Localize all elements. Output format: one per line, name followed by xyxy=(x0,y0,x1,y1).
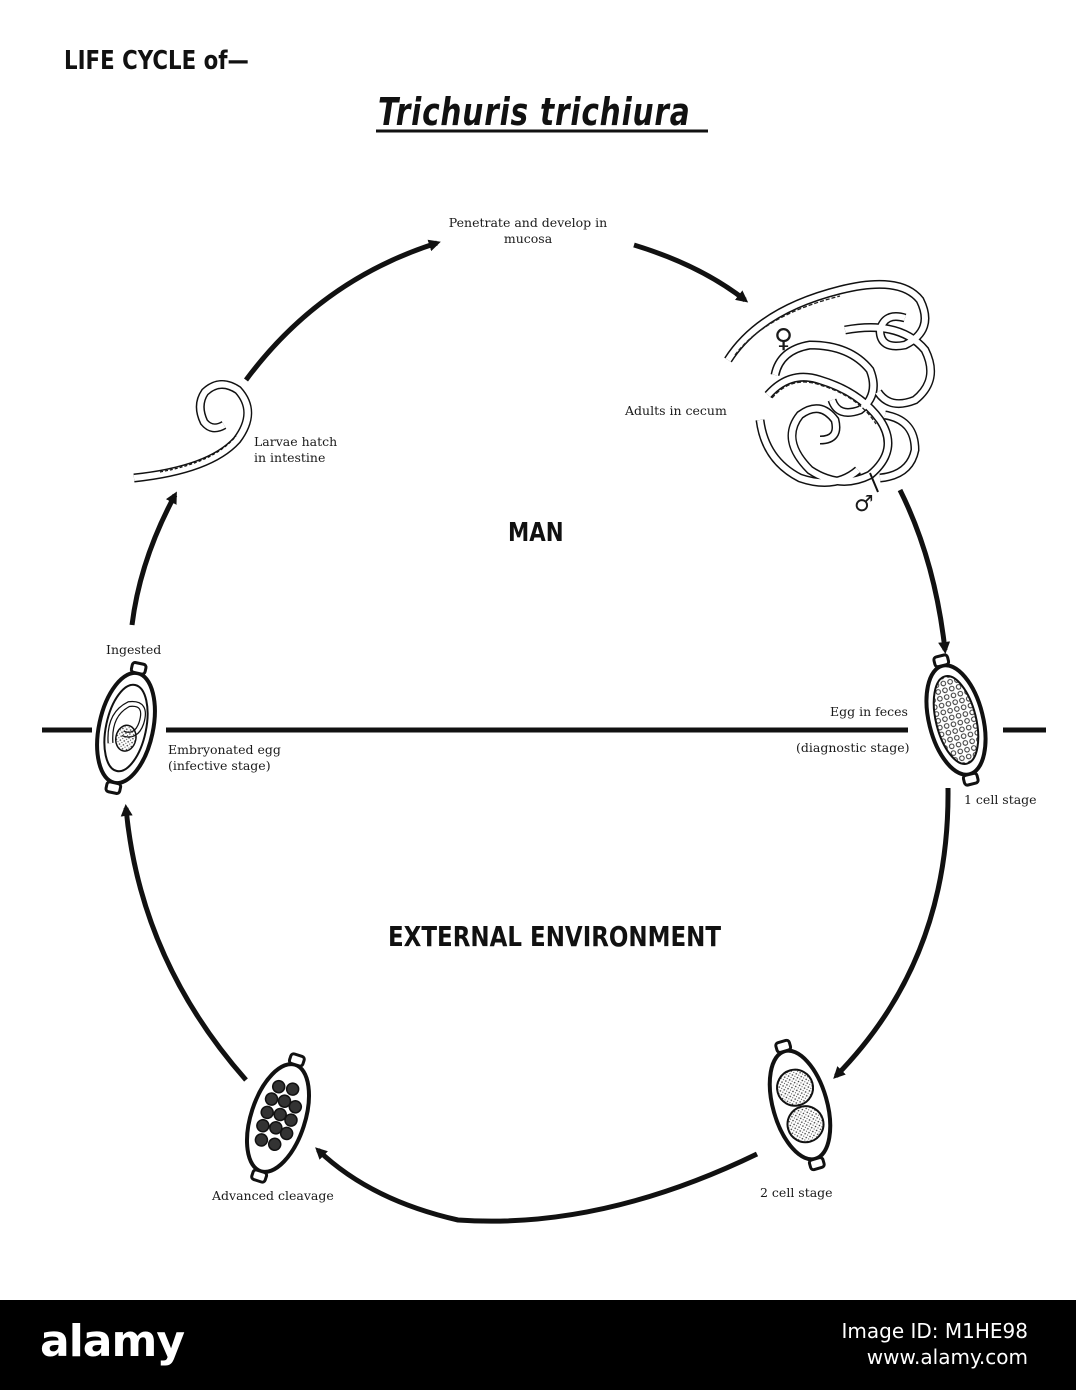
female-symbol: ♀ xyxy=(774,324,794,354)
label-larvae: Larvae hatch in intestine xyxy=(254,434,338,465)
image-id-block: Image ID: M1HE98 www.alamy.com xyxy=(842,1318,1029,1370)
egg-advanced-cleavage-illustration xyxy=(245,1052,311,1184)
label-one-cell: 1 cell stage xyxy=(964,792,1037,807)
region-environment-label: EXTERNAL ENVIRONMENT xyxy=(388,920,722,953)
title-prefix: LIFE CYCLE of— xyxy=(64,46,249,76)
egg-two-cell-illustration xyxy=(767,1038,833,1172)
arrow-to-penetrate xyxy=(243,239,441,382)
image-id: Image ID: M1HE98 xyxy=(841,1319,1029,1343)
arrow-to-egg-feces xyxy=(897,488,951,654)
label-diagnostic: (diagnostic stage) xyxy=(796,740,910,755)
label-penetrate: Penetrate and develop in mucosa xyxy=(448,215,608,246)
egg-one-cell-illustration xyxy=(924,653,988,787)
egg-embryonated-illustration xyxy=(95,661,157,795)
label-egg-in-feces: Egg in feces xyxy=(830,704,908,719)
label-ingested: Ingested xyxy=(106,642,162,657)
arrow-to-embryonated xyxy=(120,804,248,1082)
adult-worms-illustration xyxy=(724,279,936,493)
arrow-to-adults xyxy=(633,242,749,303)
alamy-logo: alamy xyxy=(40,1316,185,1367)
footer-banner: alamy Image ID: M1HE98 www.alamy.com xyxy=(0,1300,1076,1390)
page-title: Trichuris trichiura xyxy=(378,90,691,134)
arrow-to-larvae xyxy=(129,491,178,626)
life-cycle-diagram xyxy=(42,129,1046,1224)
male-symbol: ♂ xyxy=(854,492,874,517)
label-embryonated: Embryonated egg (infective stage) xyxy=(168,742,281,773)
label-advanced: Advanced cleavage xyxy=(212,1188,334,1203)
larva-illustration xyxy=(133,380,253,483)
region-man-label: MAN xyxy=(508,518,564,548)
site-url: www.alamy.com xyxy=(866,1345,1028,1369)
arrow-to-advanced xyxy=(315,1147,759,1224)
cycle-arrows xyxy=(120,239,951,1224)
label-adults: Adults in cecum xyxy=(625,403,727,418)
label-two-cell: 2 cell stage xyxy=(760,1185,833,1200)
arrow-to-two-cell xyxy=(833,787,951,1079)
diagram-page: LIFE CYCLE of— Trichuris trichiura MAN E… xyxy=(42,46,1046,1224)
